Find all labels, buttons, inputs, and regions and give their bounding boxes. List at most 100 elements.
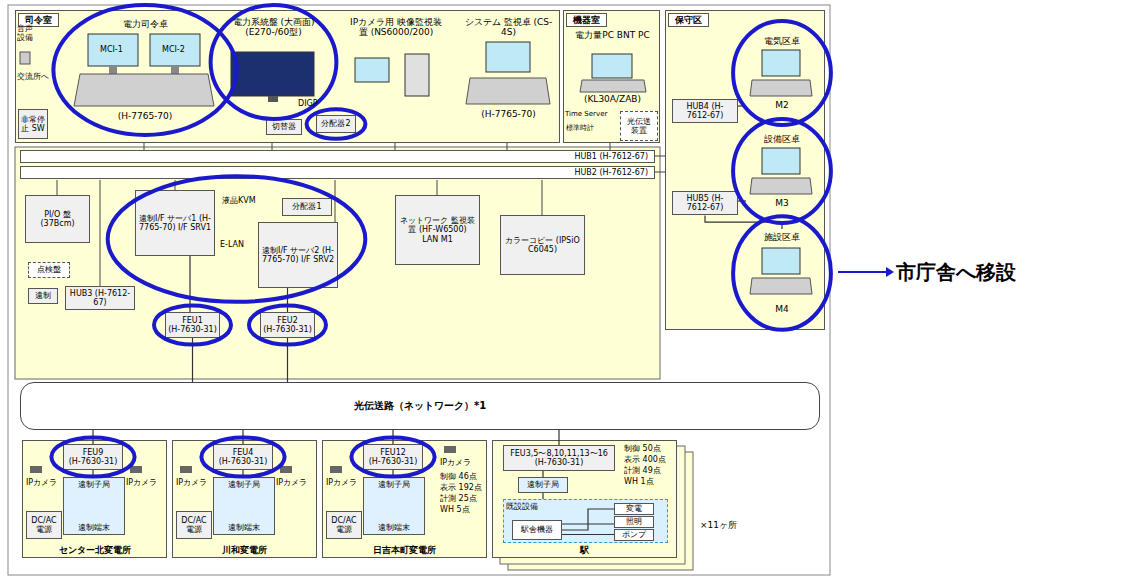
connector bbox=[738, 105, 746, 106]
node-text: カラーコピー (IPSiO C6045) bbox=[503, 236, 582, 254]
annotation-label: IPカメラ bbox=[326, 478, 357, 487]
equipment-box: 照明 bbox=[614, 516, 654, 528]
connector bbox=[242, 470, 243, 477]
node-text: (H-7630-31) bbox=[69, 457, 118, 466]
node-text: M4 bbox=[775, 304, 789, 314]
console-desk bbox=[580, 80, 646, 92]
device-box: 非常停止 SW bbox=[18, 109, 48, 139]
node-text: HUB1 (H-7612-67) bbox=[574, 152, 648, 161]
connector bbox=[542, 471, 543, 477]
node-text: LAN M1 bbox=[422, 235, 453, 244]
node-text: 遠制子局 bbox=[527, 480, 559, 489]
network-band: 光伝送路（ネットワーク）*1 bbox=[20, 382, 820, 430]
connector bbox=[562, 534, 614, 535]
node-text: FEU1 bbox=[182, 316, 203, 325]
monitor-stand bbox=[109, 66, 117, 74]
device-box: HUB4 (H-7612-67) bbox=[672, 99, 738, 123]
monitor-screen bbox=[150, 34, 200, 66]
camera-icon bbox=[330, 466, 342, 473]
node-text: 光伝送路（ネットワーク）*1 bbox=[354, 400, 486, 412]
equipment-box: 駅舎機器 bbox=[512, 520, 562, 540]
highlight-ellipse bbox=[307, 109, 366, 139]
camera-icon bbox=[130, 466, 142, 473]
dashed-box: 点検盤 bbox=[28, 262, 70, 278]
annotation-label: IPカメラ bbox=[440, 458, 471, 467]
annotation-label: IPカメラ bbox=[26, 478, 57, 487]
node-text: 分配器1 bbox=[292, 202, 321, 211]
annotation-label: 計測 49点 bbox=[624, 466, 661, 475]
annotation-label: Time Server bbox=[565, 110, 607, 118]
highlight-ellipse bbox=[249, 305, 326, 344]
node-text: 駅 bbox=[580, 545, 589, 555]
node-text: FEU2 bbox=[277, 316, 298, 325]
node-text: FEU4 bbox=[233, 448, 254, 457]
connector bbox=[192, 338, 193, 382]
device-box: HUB5 (H-7612-67) bbox=[672, 191, 738, 215]
node-text: 電力量PC BNT PC bbox=[575, 30, 650, 40]
connector bbox=[392, 470, 393, 477]
node-text: DC/AC 電源 bbox=[29, 516, 59, 534]
monitor-screen bbox=[762, 50, 800, 76]
annotation-label: MCI-1 bbox=[100, 45, 123, 54]
node-text: HUB3 (H-7612-67) bbox=[68, 289, 132, 307]
node-text: 遠制端末 bbox=[78, 523, 110, 532]
device-box: DC/AC 電源 bbox=[176, 511, 212, 539]
node-text: M2 bbox=[775, 100, 789, 110]
node-text: HUB2 (H-7612-67) bbox=[574, 168, 648, 177]
node-text: (H-7630-31) bbox=[535, 458, 584, 467]
pc-tower bbox=[405, 54, 429, 96]
highlight-ellipse bbox=[733, 119, 831, 223]
node-text: 川和変電所 bbox=[222, 545, 267, 555]
connector bbox=[189, 256, 190, 312]
node-text: 電力系統盤 (大画面) (E270-/60型) bbox=[229, 17, 318, 38]
connector bbox=[738, 200, 746, 201]
node-text: 遠制I/F サーバ1 (H-7765-70) I/F SRV1 bbox=[138, 214, 212, 232]
node-text: 既設設備 bbox=[506, 502, 538, 511]
highlight-ellipse bbox=[351, 437, 434, 476]
terminal-cabinet: 遠制子局遠制端末 bbox=[63, 477, 125, 535]
annotation-label: 音声 設備 bbox=[17, 24, 37, 42]
hub-bar: HUB1 (H-7612-67) bbox=[20, 150, 655, 163]
node-text: 遠制 bbox=[35, 291, 51, 300]
node-text: 施設区卓 bbox=[764, 232, 800, 242]
annotation-label: 制御 46点 bbox=[440, 472, 477, 481]
node-text: (H-7765-70) bbox=[481, 109, 536, 119]
camera-icon bbox=[180, 466, 192, 473]
device-box: FEU1(H-7630-31) bbox=[165, 312, 220, 338]
camera-icon bbox=[30, 466, 42, 473]
node-text: 設備区卓 bbox=[764, 134, 800, 144]
annotation-label: 標準時計 bbox=[566, 124, 594, 132]
node-text: 遠制子局 bbox=[228, 480, 260, 489]
monitor-screen bbox=[592, 54, 632, 78]
node-text: FEU3,5〜8,10,11,13〜16 bbox=[510, 449, 608, 458]
node-text: FEU12 bbox=[380, 448, 406, 457]
highlight-ellipse bbox=[51, 437, 134, 476]
annotation-label: ×11ヶ所 bbox=[700, 520, 737, 530]
monitor-screen bbox=[486, 42, 530, 72]
connector bbox=[562, 523, 614, 524]
node-text: 照明 bbox=[626, 517, 642, 526]
highlight-ellipse bbox=[211, 5, 337, 119]
relocation-arrow bbox=[838, 271, 886, 273]
terminal-cabinet: 遠制子局遠制端末 bbox=[363, 477, 425, 535]
node-text: 機器室 bbox=[566, 13, 607, 27]
connector bbox=[242, 430, 243, 444]
terminal-cabinet: 遠制子局遠制端末 bbox=[213, 477, 275, 535]
console-desk bbox=[750, 178, 812, 194]
relocation-note: 市庁舎へ移設 bbox=[896, 261, 1016, 284]
arrow-head bbox=[886, 267, 894, 277]
connector bbox=[558, 430, 559, 445]
equipment-region bbox=[15, 147, 660, 379]
node-text: ネットワーク 監視装置 (HF-W6500) bbox=[398, 216, 477, 234]
connector bbox=[287, 288, 288, 312]
large-screen bbox=[231, 52, 314, 96]
console-desk bbox=[74, 74, 214, 106]
highlight-ellipse bbox=[108, 176, 366, 302]
monitor-screen bbox=[88, 34, 138, 66]
device-box: FEU12(H-7630-31) bbox=[363, 444, 423, 470]
device-console: 電力司令卓(H-7765-70) bbox=[74, 16, 216, 124]
monitor-screen bbox=[355, 58, 389, 82]
connector bbox=[542, 493, 543, 499]
device-box: FEU2(H-7630-31) bbox=[260, 312, 315, 338]
